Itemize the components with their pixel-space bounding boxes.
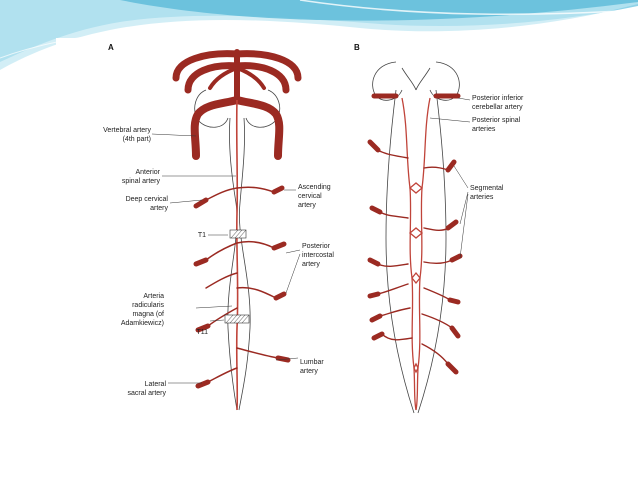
- panel-b: B: [354, 43, 524, 414]
- label-segmental-2: arteries: [470, 194, 494, 201]
- posterior-spinal-arteries: [401, 97, 431, 411]
- panel-b-letter: B: [354, 43, 360, 52]
- label-vertebral-artery-part: (4th part): [123, 136, 151, 143]
- label-posterior-intercostal-3: artery: [302, 261, 320, 268]
- label-ascending-cervical-3: artery: [298, 202, 316, 209]
- spinal-cord-outline-b: [385, 89, 447, 414]
- label-anterior-spinal: Anterior: [135, 169, 160, 176]
- label-segmental: Segmental: [470, 185, 504, 192]
- spinal-cord-outline-a: [227, 117, 251, 411]
- label-lumbar-2: artery: [300, 368, 318, 375]
- slide-header-swoosh: [0, 0, 638, 70]
- labels-a: Vertebral artery (4th part) Anterior spi…: [103, 127, 334, 397]
- segmental-feeders-a: [193, 185, 291, 389]
- label-deep-cervical-2: artery: [150, 205, 168, 212]
- leader-lines-a: [151, 133, 301, 384]
- label-lateral-sacral: Lateral: [145, 381, 167, 388]
- label-anterior-spinal-2: spinal artery: [122, 178, 161, 185]
- label-lumbar: Lumbar: [300, 359, 324, 366]
- label-posterior-spinal: Posterior spinal: [472, 117, 521, 124]
- panel-a-letter: A: [108, 43, 114, 52]
- anterior-spinal-artery: [235, 99, 239, 411]
- label-arteria-radicularis-3: magna (of: [132, 311, 164, 318]
- leader-lines-b: [429, 97, 471, 259]
- t11-band: [224, 314, 250, 324]
- label-vertebral-artery: Vertebral artery: [103, 127, 151, 134]
- label-arteria-radicularis-4: Adamkiewicz): [121, 320, 164, 327]
- label-posterior-spinal-2: arteries: [472, 126, 496, 133]
- t1-band: [229, 229, 247, 239]
- label-posterior-intercostal-2: intercostal: [302, 252, 334, 259]
- label-posterior-intercostal: Posterior: [302, 243, 331, 250]
- label-posterior-inferior-cerebellar-2: cerebellar artery: [472, 104, 523, 111]
- label-arteria-radicularis-2: radicularis: [132, 302, 164, 309]
- label-arteria-radicularis: Arteria: [143, 293, 164, 300]
- label-deep-cervical: Deep cervical: [126, 196, 169, 203]
- spinal-cord-arterial-supply-figure: A: [56, 38, 578, 426]
- label-lateral-sacral-2: sacral artery: [127, 390, 166, 397]
- label-ascending-cervical: Ascending: [298, 184, 331, 191]
- label-posterior-inferior-cerebellar: Posterior inferior: [472, 95, 524, 102]
- label-t1: T1: [198, 232, 206, 239]
- label-t11: T11: [196, 329, 208, 336]
- segmental-arteries-b: [367, 139, 463, 375]
- panel-a: A: [103, 43, 334, 411]
- label-ascending-cervical-2: cervical: [298, 193, 322, 200]
- vertebral-arteries: [190, 96, 284, 160]
- labels-b: Posterior inferior cerebellar artery Pos…: [470, 95, 524, 201]
- circle-of-willis: [172, 49, 302, 103]
